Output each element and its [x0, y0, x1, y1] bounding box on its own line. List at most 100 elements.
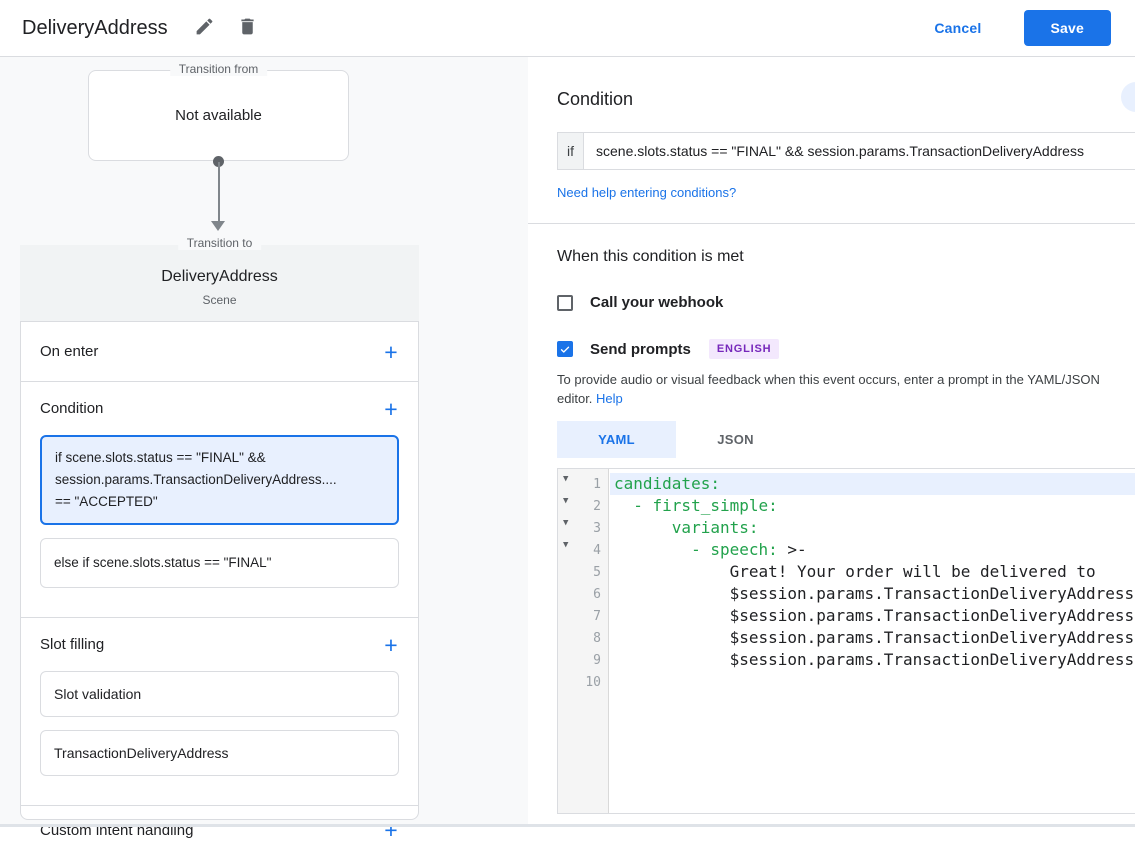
line-content: variants: [614, 518, 759, 537]
transition-to-legend: Transition to [177, 236, 262, 250]
line-number: 8 [593, 630, 601, 646]
add-custom-intent-button[interactable]: + [375, 814, 407, 846]
edit-title-button[interactable] [190, 12, 219, 44]
condition-label: Condition [40, 400, 104, 417]
fold-arrow-icon[interactable] [563, 496, 573, 506]
line-number: 7 [593, 608, 601, 624]
pencil-icon [194, 16, 215, 40]
line-gutter-cell: 8 [558, 627, 610, 649]
if-prefix-label: if [557, 132, 584, 170]
code-line[interactable]: 5 Great! Your order will be delivered to [558, 561, 1135, 583]
code-line[interactable]: 4 - speech: >- [558, 539, 1135, 561]
transition-to-content: Transition to DeliveryAddress Scene On e… [20, 236, 419, 854]
connector-line [218, 162, 220, 222]
transition-from-value: Not available [175, 107, 262, 124]
call-webhook-label: Call your webhook [590, 294, 724, 311]
chevron-right-icon [1130, 88, 1135, 107]
slot-card[interactable]: TransactionDeliveryAddress [40, 730, 399, 776]
connector-arrowhead-icon [211, 221, 225, 231]
when-met-heading: When this condition is met [557, 248, 744, 265]
yaml-code-editor[interactable]: 1 candidates: 2 - first_simple: [557, 468, 1135, 814]
condition-expression-row: if [557, 132, 1135, 170]
line-gutter-cell: 5 [558, 561, 610, 583]
condition-section: Condition + if scene.slots.status == "FI… [20, 382, 419, 618]
scene-name: DeliveryAddress [161, 268, 278, 285]
fold-arrow-icon[interactable] [563, 474, 573, 484]
editor-tabs: YAML JSON [557, 421, 1135, 458]
line-content: - speech: >- [614, 540, 807, 559]
help-link[interactable]: Help [596, 391, 623, 406]
line-content: Great! Your order will be delivered to [614, 562, 1096, 581]
fold-arrow-icon[interactable] [563, 518, 573, 528]
scene-type-label: Scene [202, 293, 237, 307]
scene-diagram-pane: Transition from Not available Transition… [0, 57, 528, 843]
app-bar: DeliveryAddress Cancel Save [0, 0, 1135, 57]
condition-section-head: Condition + [20, 382, 419, 435]
transition-from-legend: Transition from [169, 62, 268, 76]
code-line[interactable]: 9 $session.params.TransactionDeliveryAdd… [558, 649, 1135, 671]
line-content: $session.params.TransactionDeliveryAddre… [614, 628, 1135, 647]
condition-card[interactable]: if scene.slots.status == "FINAL" &&sessi… [40, 435, 399, 525]
editor-gutter [558, 469, 609, 813]
line-content [610, 671, 1135, 693]
connector-dot [213, 156, 224, 167]
slot-filling-label: Slot filling [40, 636, 105, 653]
line-gutter-cell: 6 [558, 583, 610, 605]
language-badge: ENGLISH [708, 339, 780, 359]
line-number: 1 [593, 476, 601, 492]
condition-card[interactable]: else if scene.slots.status == "FINAL" [40, 538, 399, 588]
condition-help-link[interactable]: Need help entering conditions? [557, 185, 737, 200]
on-enter-label: On enter [40, 343, 99, 360]
code-line[interactable]: 1 candidates: [558, 473, 1135, 495]
code-line[interactable]: 10 [558, 671, 1135, 693]
save-button[interactable]: Save [1023, 10, 1111, 46]
call-webhook-checkbox[interactable] [557, 294, 573, 311]
send-prompts-label: Send prompts [590, 340, 691, 358]
prompt-description-text: To provide audio or visual feedback when… [557, 372, 1100, 406]
line-number: 2 [593, 498, 601, 514]
send-prompts-checkbox[interactable] [557, 341, 573, 357]
code-line[interactable]: 8 $session.params.TransactionDeliveryAdd… [558, 627, 1135, 649]
code-line[interactable]: 6 $session.params.TransactionDeliveryAdd… [558, 583, 1135, 605]
line-content: $session.params.TransactionDeliveryAddre… [614, 650, 1135, 669]
line-gutter-cell: 9 [558, 649, 610, 671]
code-lines: 1 candidates: 2 - first_simple: [558, 469, 1135, 693]
condition-card-list: if scene.slots.status == "FINAL" &&sessi… [20, 435, 419, 588]
code-line[interactable]: 7 $session.params.TransactionDeliveryAdd… [558, 605, 1135, 627]
add-condition-button[interactable]: + [375, 393, 407, 425]
scene-card-header: DeliveryAddress Scene [20, 245, 419, 322]
line-number: 3 [593, 520, 601, 536]
section-divider [528, 223, 1135, 224]
condition-heading: Condition [557, 89, 634, 109]
cancel-button[interactable]: Cancel [928, 19, 987, 37]
line-content: $session.params.TransactionDeliveryAddre… [614, 606, 1135, 625]
line-number: 6 [593, 586, 601, 602]
slot-card[interactable]: Slot validation [40, 671, 399, 717]
line-number: 10 [585, 674, 601, 690]
condition-card-text: if scene.slots.status == "FINAL" &&sessi… [55, 450, 337, 509]
line-gutter-cell: 4 [558, 539, 610, 561]
window-bottom-edge [0, 824, 1135, 827]
code-line[interactable]: 2 - first_simple: [558, 495, 1135, 517]
line-gutter-cell: 3 [558, 517, 610, 539]
trash-icon [237, 16, 258, 40]
line-content: candidates: [610, 473, 1135, 495]
fold-arrow-icon[interactable] [563, 540, 573, 550]
send-prompts-row: Send prompts ENGLISH [557, 339, 1135, 359]
delete-scene-button[interactable] [233, 12, 262, 44]
line-content: $session.params.TransactionDeliveryAddre… [614, 584, 1135, 603]
webhook-row: Call your webhook [557, 294, 1135, 311]
slot-card-list: Slot validation TransactionDeliveryAddre… [20, 671, 419, 776]
line-content: - first_simple: [614, 496, 778, 515]
line-number: 5 [593, 564, 601, 580]
condition-card-text: else if scene.slots.status == "FINAL" [54, 555, 272, 570]
line-gutter-cell: 7 [558, 605, 610, 627]
add-slot-button[interactable]: + [375, 629, 407, 661]
collapse-panel-button[interactable] [1120, 82, 1135, 112]
code-line[interactable]: 3 variants: [558, 517, 1135, 539]
condition-expression-input[interactable] [584, 132, 1135, 170]
line-gutter-cell: 1 [558, 473, 610, 495]
add-on-enter-button[interactable]: + [375, 336, 407, 368]
editor-tab[interactable]: YAML [557, 421, 676, 458]
editor-tab[interactable]: JSON [717, 432, 754, 447]
